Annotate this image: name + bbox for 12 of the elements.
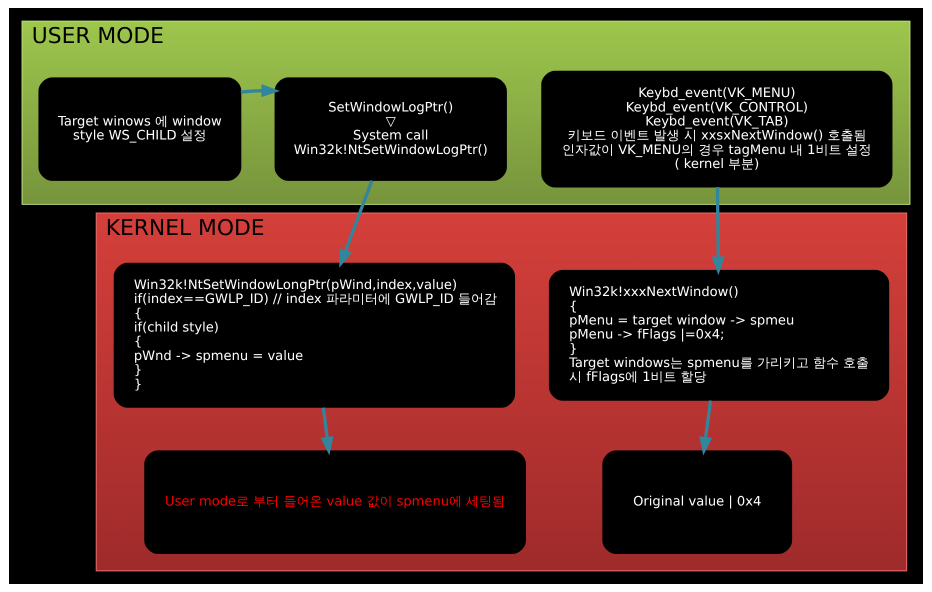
arrow (320, 407, 334, 456)
node-box: Keybd_event(VK_MENU) Keybd_event(VK_CONTROL) Keybd_event(VK_TAB) 키보드 이벤트 발생 시 xxsxNextWindow() 호출됨 인자값이 VK_MENU의 경우 tagMenu 내 1비트 설정 ( kernel 부분) (541, 70, 892, 188)
node-box: SetWindowLogPtr() ▽ System call Win32k!NtSetWindowLogPtr() (274, 77, 507, 181)
node-box: Win32k!NtSetWindowLongPtr(pWind,index,value) if(index==GWLP_ID) // index 파라미터에 GWLP_ID 들어감 { if(child style) { pWnd -> spmenu = value } } (114, 262, 516, 408)
arrow (339, 180, 374, 268)
node-box: User mode로 부터 들어온 value 값이 spmenu에 세팅됨 (144, 450, 526, 554)
arrow (240, 84, 280, 98)
node-box: Win32k!xxxNextWindow() { pMenu = target window -> spmeu pMenu -> fFlags |=0x4; } Target windows는 spmenu를 가리키고 함수 호출 시 fFlags에 1비트 할당 (548, 270, 890, 401)
arrow (712, 187, 725, 276)
node-box: Target winows 에 window style WS_CHILD 설정 (38, 77, 242, 181)
arrow (699, 400, 712, 456)
node-box: Original value | 0x4 (602, 450, 792, 554)
